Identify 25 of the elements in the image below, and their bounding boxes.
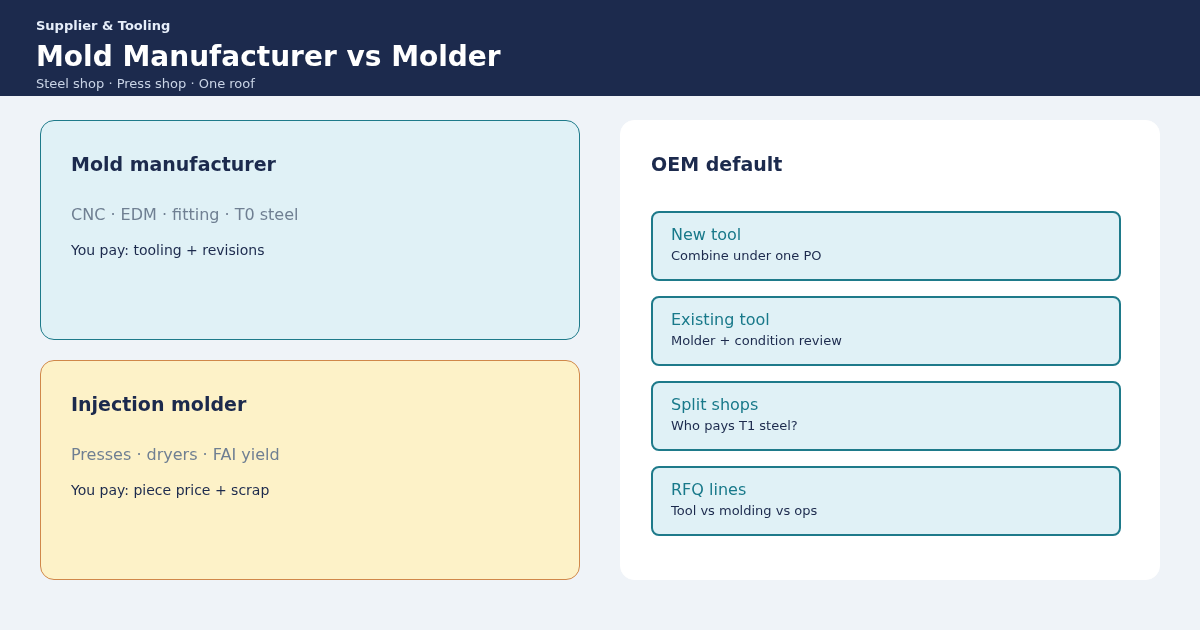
header-kicker: Supplier & Tooling [36, 18, 171, 33]
card-heading: Injection molder [71, 393, 248, 415]
info-card [40, 120, 580, 340]
option-note: Molder + condition review [671, 333, 843, 348]
card-subtitle: CNC · EDM · fitting · T0 steel [71, 205, 300, 224]
card-note: You pay: tooling + revisions [71, 242, 266, 258]
option-card [651, 296, 1121, 366]
card-heading: Mold manufacturer [71, 153, 277, 175]
option-title: New tool [671, 225, 743, 244]
option-title: Split shops [671, 395, 760, 414]
card-subtitle: Presses · dryers · FAI yield [71, 445, 281, 464]
option-card [651, 466, 1121, 536]
option-note: Tool vs molding vs ops [671, 503, 819, 518]
option-title: RFQ lines [671, 480, 748, 499]
page-title: Mold Manufacturer vs Molder [36, 40, 501, 73]
option-card [651, 381, 1121, 451]
card-note: You pay: piece price + scrap [71, 482, 271, 498]
option-card [651, 211, 1121, 281]
page-subtitle: Steel shop · Press shop · One roof [36, 76, 255, 91]
option-title: Existing tool [671, 310, 771, 329]
option-note: Who pays T1 steel? [671, 418, 799, 433]
info-card [40, 360, 580, 580]
panel-card [620, 120, 1160, 580]
option-note: Combine under one PO [671, 248, 823, 263]
card-heading: OEM default [651, 153, 784, 175]
